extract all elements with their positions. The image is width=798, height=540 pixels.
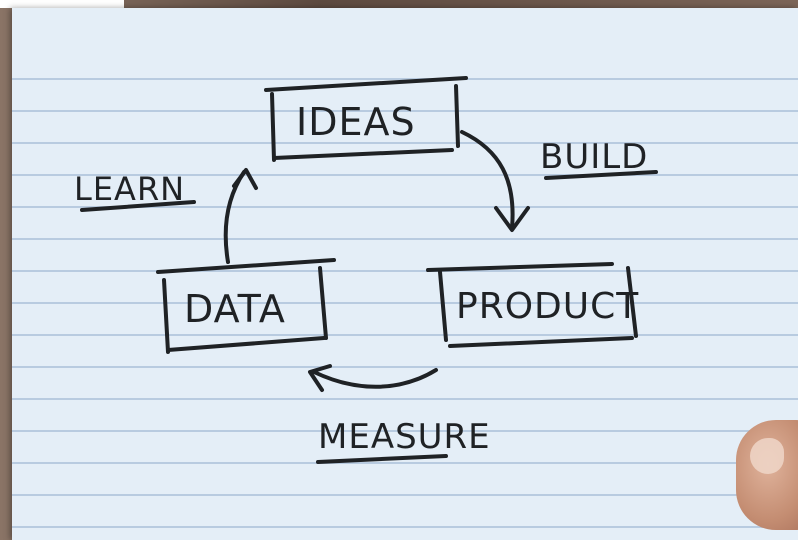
measure-annotation: MEASURE [316, 417, 491, 464]
build-annotation: BUILD [540, 137, 658, 180]
measure-label: MEASURE [318, 417, 491, 457]
ideas-box: IDEAS [264, 76, 468, 162]
data-box: DATA [156, 258, 336, 354]
measure-arrow [308, 364, 438, 392]
data-label: DATA [184, 287, 286, 331]
product-label: PRODUCT [456, 286, 639, 327]
white-corner-patch [0, 0, 124, 8]
build-arrow [460, 130, 530, 232]
learn-arrow [223, 168, 258, 264]
thumb [736, 420, 798, 530]
build-label: BUILD [540, 137, 648, 177]
product-box: PRODUCT [426, 262, 639, 348]
lined-index-card [12, 8, 798, 540]
learn-annotation: LEARN [74, 170, 196, 212]
ideas-label: IDEAS [296, 100, 416, 144]
learn-label: LEARN [74, 170, 185, 208]
